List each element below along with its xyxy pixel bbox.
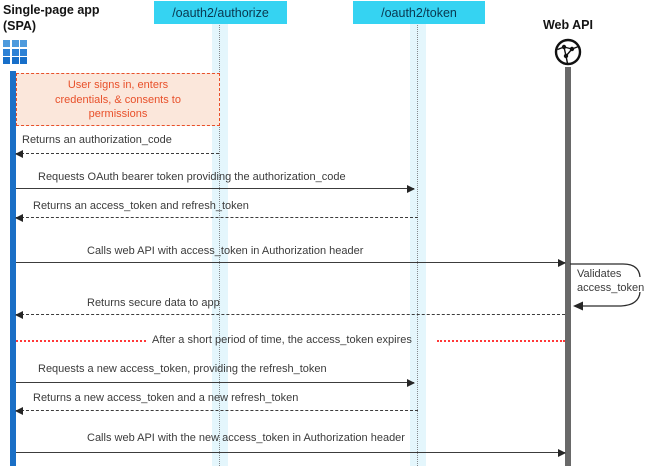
message-arrow xyxy=(16,448,566,457)
message-label: Calls web API with access_token in Autho… xyxy=(87,245,364,257)
message-arrow xyxy=(15,406,418,415)
arrowhead-left-icon xyxy=(15,310,23,319)
arrowhead-right-icon xyxy=(558,448,566,457)
message-label: Returns secure data to app xyxy=(87,297,220,309)
message-label: Returns a new access_token and a new ref… xyxy=(33,392,299,404)
expiry-separator-line xyxy=(437,340,565,342)
expiry-separator-line xyxy=(16,340,146,342)
spa-app-grid-icon xyxy=(3,40,27,64)
arrowhead-right-icon xyxy=(407,184,415,193)
validates-self-loop xyxy=(570,263,641,311)
authorize-endpoint-label: /oauth2/authorize xyxy=(172,5,269,20)
spa-title-line1: Single-page app xyxy=(3,3,100,17)
arrowhead-right-icon xyxy=(558,258,566,267)
webapi-activation-bar xyxy=(565,67,571,466)
message-label: Requests OAuth bearer token providing th… xyxy=(38,171,346,183)
message-arrow xyxy=(16,378,415,387)
message-arrow xyxy=(15,213,418,222)
web-api-globe-icon xyxy=(554,38,582,66)
arrowhead-right-icon xyxy=(407,378,415,387)
validates-label: Validates access_token xyxy=(577,268,645,295)
authorize-lifeline xyxy=(212,23,228,466)
token-lifeline-dotted-line xyxy=(417,23,418,466)
message-arrow xyxy=(16,184,415,193)
message-label: Returns an access_token and refresh_toke… xyxy=(33,200,249,212)
note-line: credentials, & consents to xyxy=(55,93,181,106)
arrowhead-left-icon xyxy=(15,406,23,415)
user-signin-note: User signs in, enters credentials, & con… xyxy=(16,73,220,126)
message-arrow xyxy=(15,149,219,158)
authorize-lifeline-dotted-line xyxy=(219,23,220,466)
spa-title-line2: (SPA) xyxy=(3,18,37,33)
message-label: Requests a new access_token, providing t… xyxy=(38,363,327,375)
message-label: Returns an authorization_code xyxy=(22,134,172,146)
note-line: User signs in, enters xyxy=(67,79,169,91)
spa-activation-bar xyxy=(10,71,16,466)
authorize-endpoint-box: /oauth2/authorize xyxy=(154,1,287,24)
arrowhead-left-icon xyxy=(15,213,23,222)
note-line: permissions xyxy=(88,108,148,121)
token-endpoint-label: /oauth2/token xyxy=(381,5,457,20)
token-lifeline xyxy=(410,23,426,466)
token-endpoint-box: /oauth2/token xyxy=(353,1,485,24)
spa-title: Single-page app (SPA) xyxy=(3,3,100,34)
arrowhead-left-icon xyxy=(15,149,23,158)
expiry-separator-label: After a short period of time, the access… xyxy=(152,334,412,346)
message-label: Calls web API with the new access_token … xyxy=(87,432,405,444)
webapi-title: Web API xyxy=(542,18,593,32)
message-arrow xyxy=(16,258,566,267)
message-arrow xyxy=(15,310,565,319)
